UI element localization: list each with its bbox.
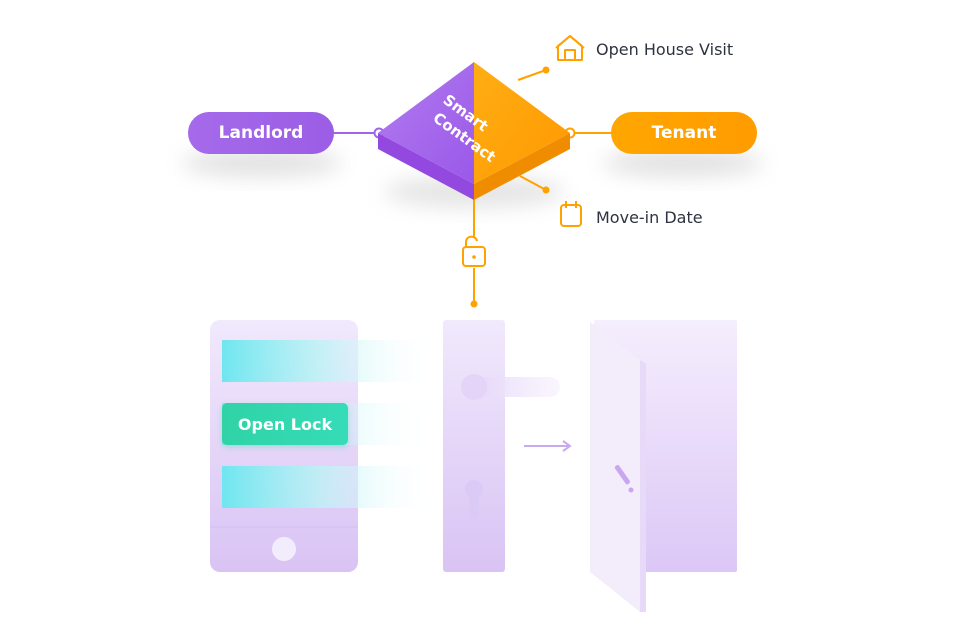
phone: [210, 320, 358, 572]
data-beam-bottom: [222, 466, 434, 508]
move-in-date-label: Move-in Date: [596, 208, 703, 227]
door-lock-plate: [443, 320, 560, 572]
landlord-pill: Landlord: [188, 112, 334, 154]
open-house-dot: [542, 66, 550, 74]
open-house-label: Open House Visit: [596, 40, 734, 59]
door-handle: [462, 377, 560, 397]
landlord-shadow: [182, 149, 342, 177]
unlocked-padlock-icon: [462, 235, 486, 267]
tenant-shadow: [603, 149, 763, 177]
arrow-right-icon: [524, 440, 572, 452]
house-icon: [555, 35, 585, 61]
move-in-connector: [519, 175, 547, 191]
lock-connector-dot: [470, 300, 478, 308]
open-lock-button[interactable]: Open Lock: [222, 403, 348, 445]
tenant-pill: Tenant: [611, 112, 757, 154]
open-door: [590, 320, 737, 612]
move-in-dot: [542, 186, 550, 194]
data-beam-top: [222, 340, 434, 382]
calendar-icon: [560, 201, 582, 227]
open-house-connector: [517, 69, 547, 81]
smart-contract-block: Smart Contract: [378, 62, 570, 200]
phone-home-button: [272, 537, 296, 561]
